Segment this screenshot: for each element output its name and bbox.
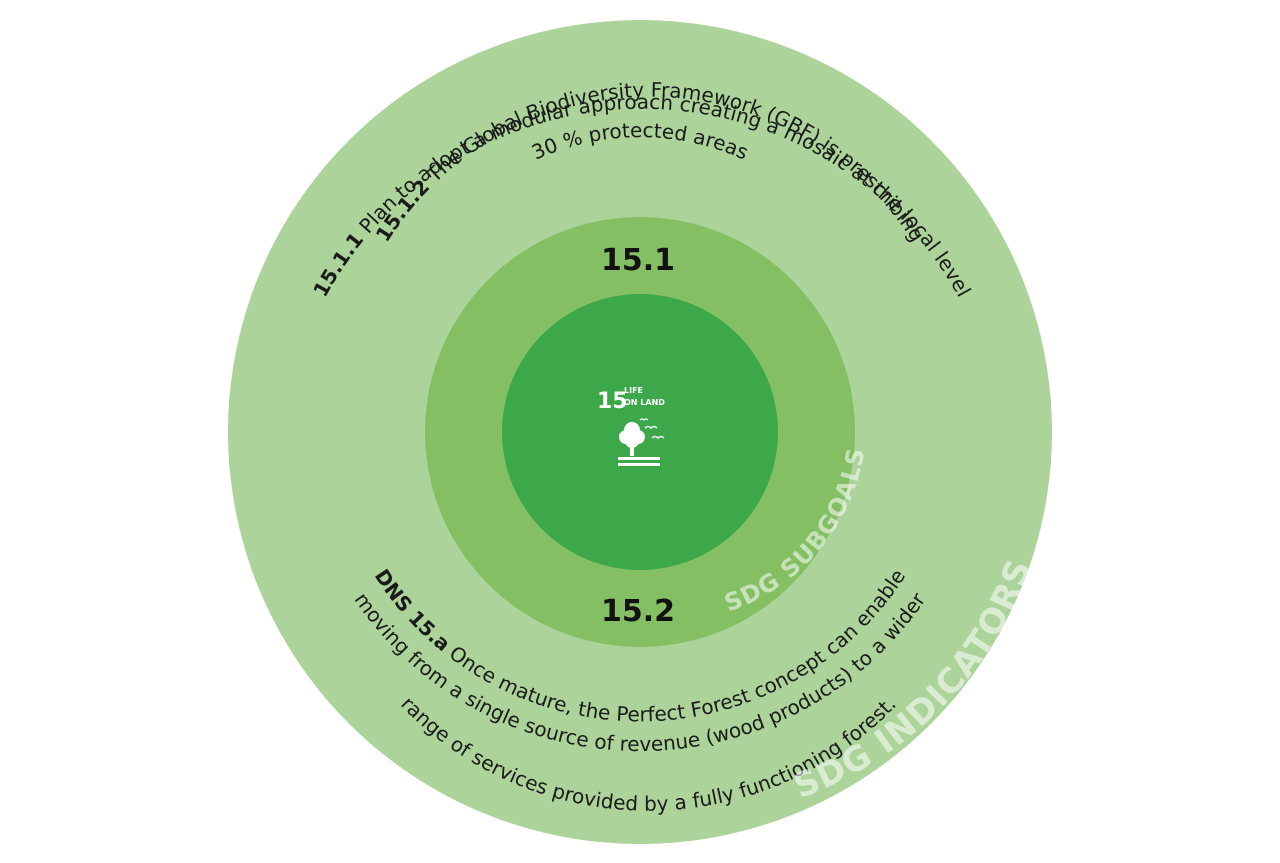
sdg-15-logo: 15 LIFE ON LAND [597,386,665,466]
goal-title-line2: ON LAND [624,398,665,407]
subgoal-15-2: 15.2 [601,594,675,629]
tree-and-birds-icon [618,418,665,466]
goal-number: 15 [597,389,628,414]
subgoal-15-1: 15.1 [601,243,675,278]
goal-title-line1: LIFE [624,386,643,395]
